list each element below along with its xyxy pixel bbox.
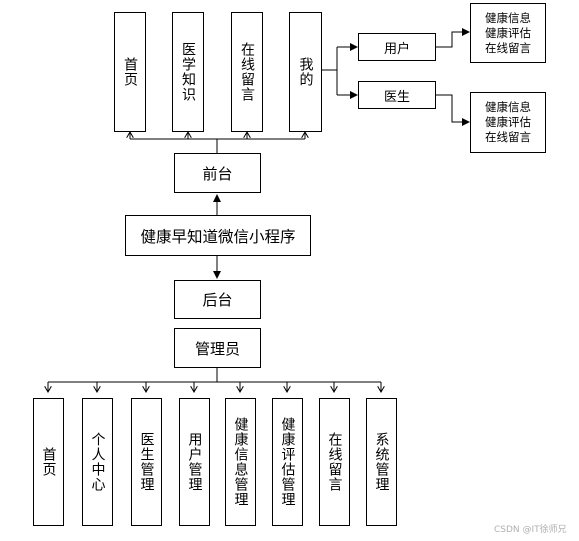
backend-module-online-message: 在线留言 (319, 398, 350, 526)
doctor-feature-arrow (436, 94, 470, 126)
frontend-module-medical-knowledge: 医学知识 (172, 12, 204, 132)
role-user-box: 用户 (358, 33, 436, 61)
user-feature-health-assessment: 健康评估 (485, 25, 531, 40)
doctor-feature-health-info: 健康信息 (485, 100, 531, 114)
role-lines (322, 28, 470, 126)
watermark-text: CSDN @IT徐师兄 (494, 525, 567, 535)
frontend-box: 前台 (174, 153, 261, 193)
frontend-module-online-message: 在线留言 (231, 12, 263, 132)
backend-module-system-management: 系统管理 (366, 398, 397, 526)
backend-box: 后台 (174, 280, 261, 319)
backend-module-health-info-management: 健康信息管理 (225, 398, 256, 526)
frontend-module-home: 首页 (114, 12, 146, 132)
user-features-box: 健康信息 健康评估 在线留言 (470, 3, 546, 63)
role-doctor-box: 医生 (358, 81, 436, 109)
backend-module-personal-center: 个人中心 (82, 398, 113, 526)
frontend-module-mine: 我的 (289, 12, 322, 132)
user-feature-health-info: 健康信息 (485, 10, 531, 25)
backend-module-user-management: 用户管理 (179, 398, 210, 526)
doctor-feature-online-message: 在线留言 (485, 130, 531, 144)
user-feature-arrow (436, 28, 470, 48)
frontend-tree-lines (130, 132, 305, 153)
backend-module-health-assessment-management: 健康评估管理 (272, 398, 303, 526)
backend-module-home: 首页 (33, 398, 64, 526)
doctor-feature-health-assessment: 健康评估 (485, 115, 531, 129)
backend-module-doctor-management: 医生管理 (131, 398, 162, 526)
system-title-box: 健康早知道微信小程序 (125, 215, 311, 256)
backend-tree-lines (48, 368, 381, 392)
user-feature-online-message: 在线留言 (485, 40, 531, 55)
admin-box: 管理员 (174, 328, 261, 368)
doctor-features-box: 健康信息 健康评估 在线留言 (470, 92, 546, 153)
